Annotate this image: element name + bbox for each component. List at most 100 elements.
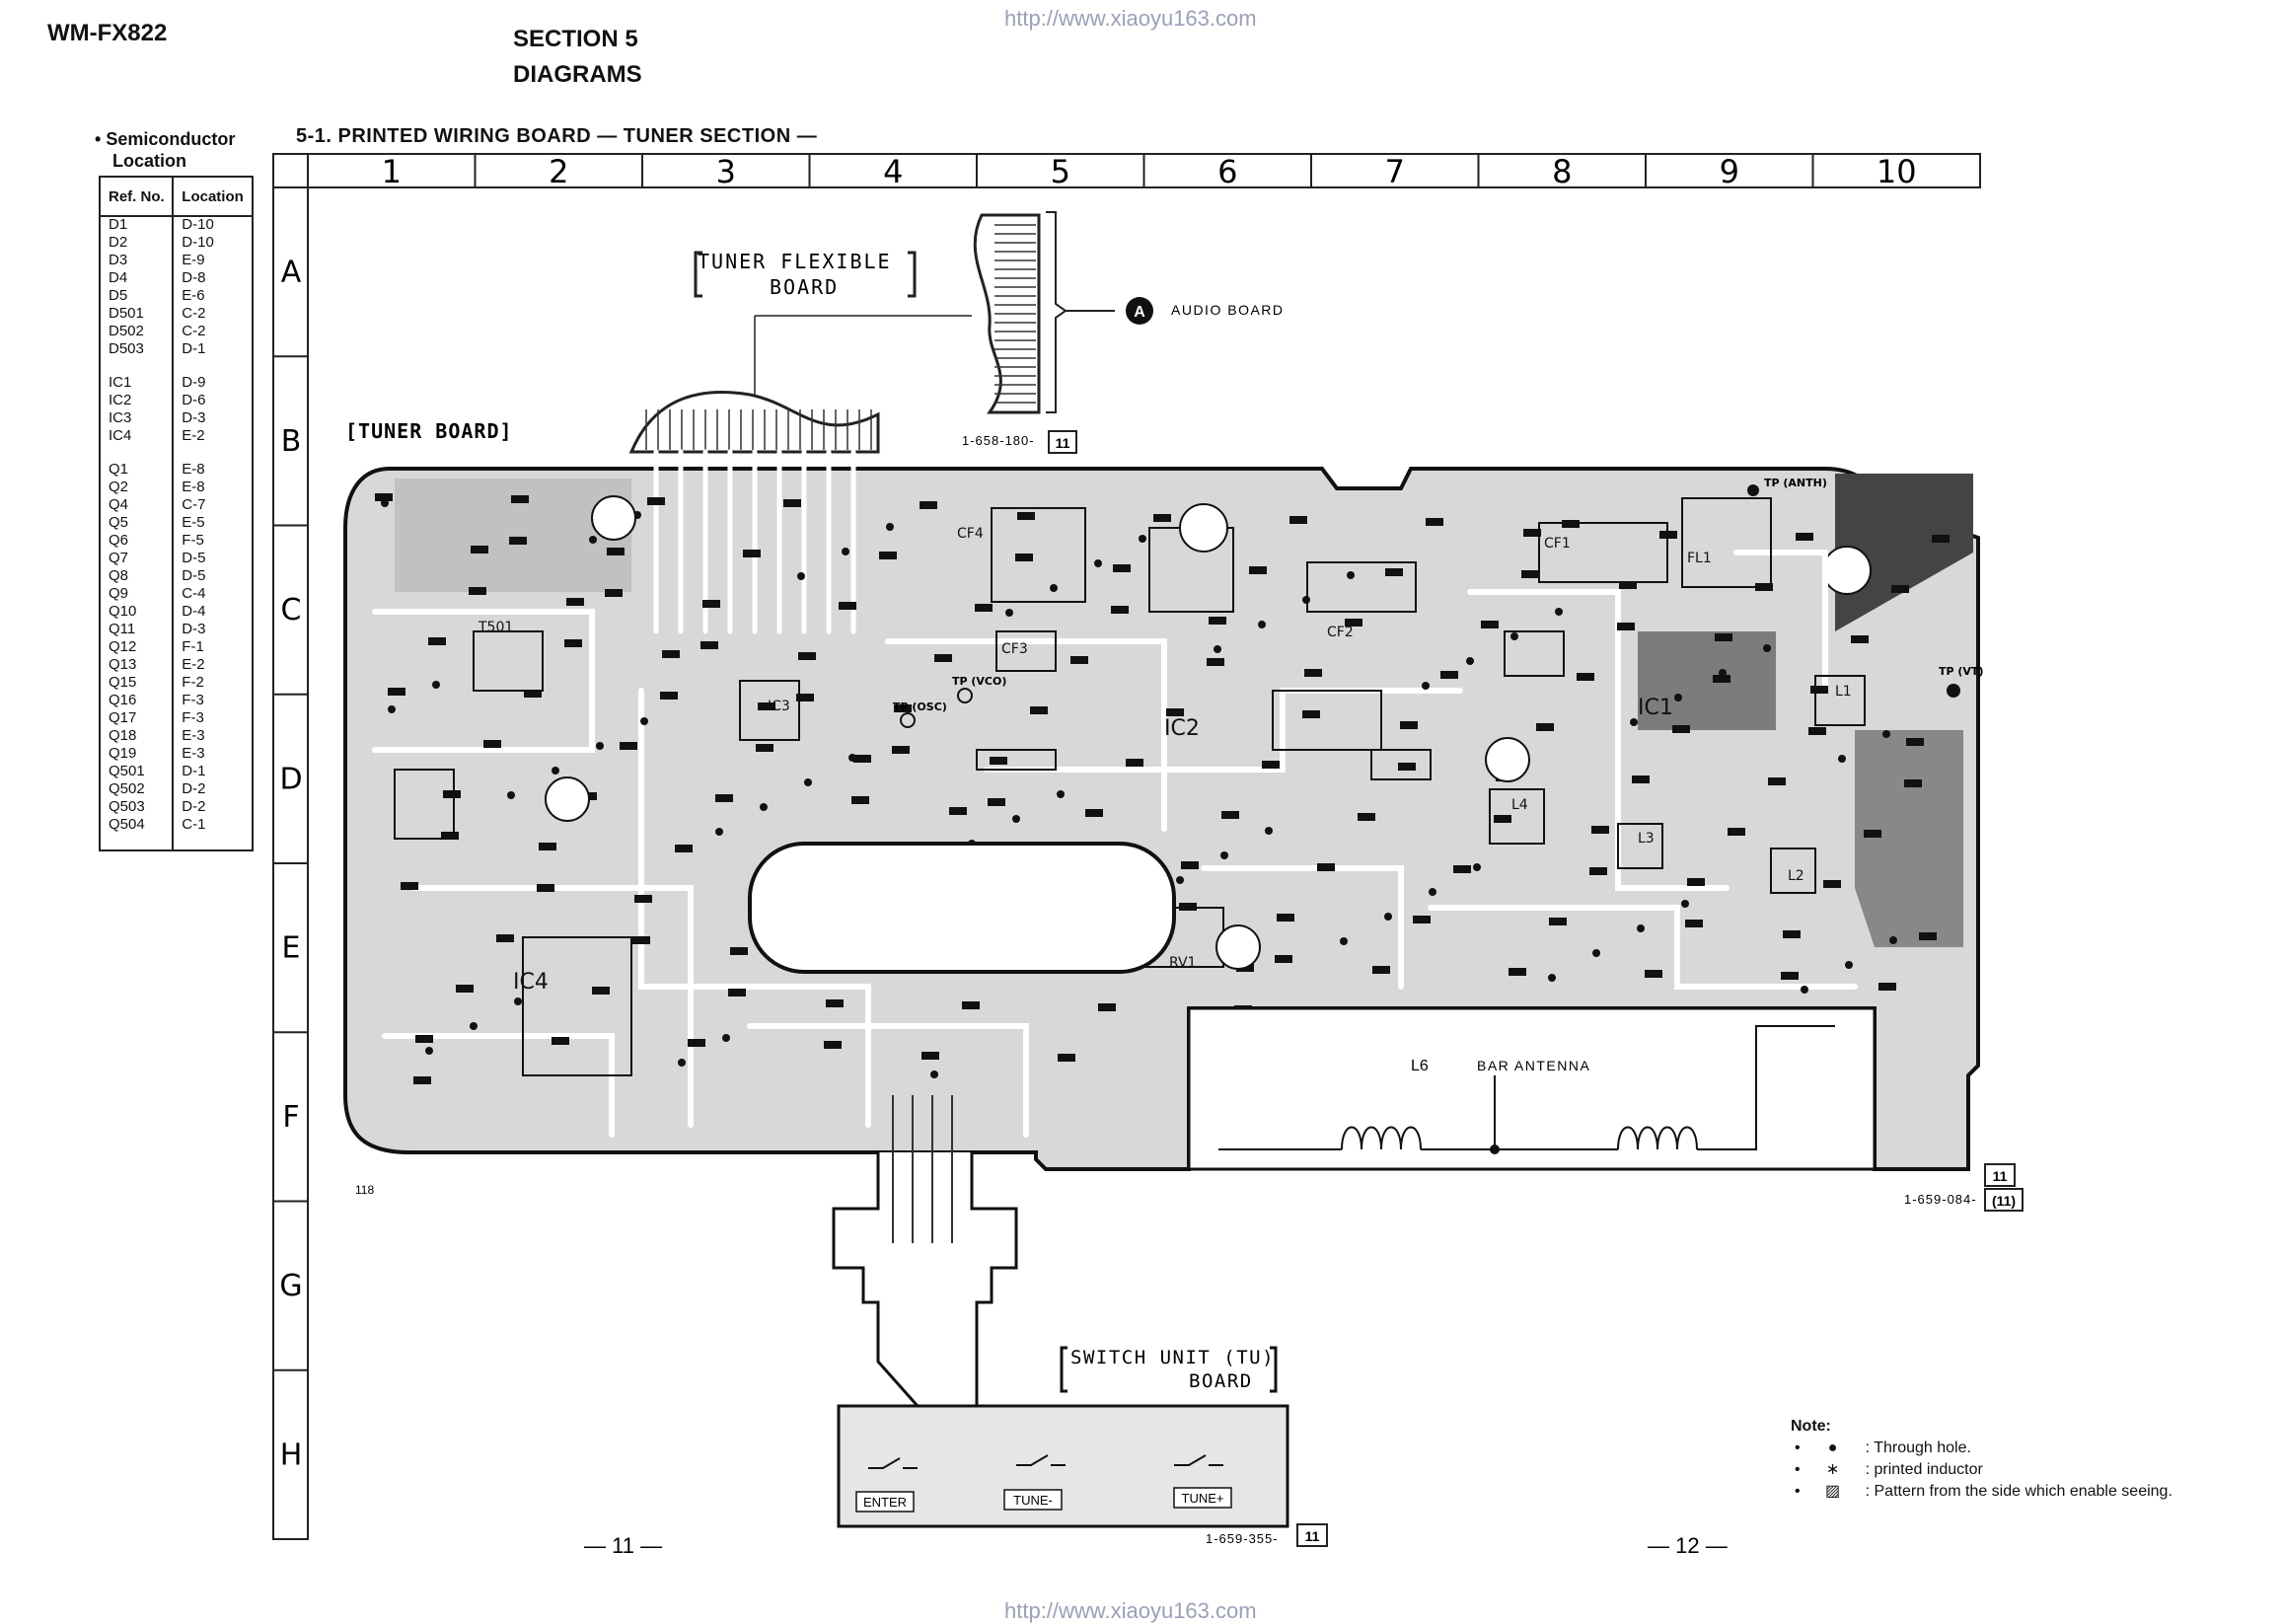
- tuner-board: [343, 449, 1980, 1171]
- ref-no-cell: Q19: [109, 745, 137, 762]
- ref-no-cell: Q12: [109, 638, 137, 655]
- location-cell: D-10: [172, 216, 253, 234]
- location-cell: F-1: [172, 638, 253, 656]
- ref-no-cell: D1: [109, 216, 128, 233]
- ref-no-cell: Q15: [109, 674, 137, 691]
- tune-plus-switch[interactable]: TUNE+: [1173, 1454, 1232, 1509]
- bar-antenna-label: BAR ANTENNA: [1477, 1058, 1590, 1073]
- tp-osc-label: TP (OSC): [893, 701, 947, 713]
- grid-column-label: 3: [716, 153, 736, 190]
- l1-label: L1: [1835, 684, 1852, 700]
- page-number-right: — 12 —: [1648, 1533, 1728, 1558]
- l2-label: L2: [1788, 868, 1804, 884]
- table-row: Q11 D-3: [100, 621, 253, 638]
- fl1-label: FL1: [1687, 551, 1712, 566]
- location-cell: C-2: [172, 323, 253, 340]
- location-cell: E-3: [172, 745, 253, 763]
- grid-column-label: 10: [1877, 153, 1917, 190]
- tp-vt-label: TP (VT): [1939, 665, 1983, 678]
- page-number-left: — 11 —: [584, 1533, 662, 1558]
- ref-no-cell: Q16: [109, 692, 137, 708]
- tuner-flexible-board: A AUDIO BOARD TUNER FLEXIBLE BOARD 1-658…: [628, 211, 1285, 454]
- location-cell: E-2: [172, 656, 253, 674]
- note-title: Note:: [1791, 1418, 1831, 1435]
- tune-minus-switch[interactable]: TUNE-: [1003, 1454, 1066, 1511]
- ref-no-cell: Q504: [109, 816, 145, 833]
- location-cell: F-3: [172, 692, 253, 709]
- tuner-board-label: [TUNER BOARD]: [345, 419, 513, 443]
- table-row: Q12 F-1: [100, 638, 253, 656]
- watermark-url-top[interactable]: http://www.xiaoyu163.com: [1004, 6, 1257, 31]
- table-row: Q9 C-4: [100, 585, 253, 603]
- ref-no-cell: Q9: [109, 585, 129, 602]
- note-item: •●: Through hole.: [1791, 1438, 2172, 1459]
- l4-label: L4: [1511, 797, 1528, 813]
- table-row: Q13 E-2: [100, 656, 253, 674]
- audio-board-connector-icon: [1126, 297, 1153, 325]
- enter-button-label: ENTER: [863, 1495, 907, 1510]
- tp-vco-icon: [957, 688, 973, 703]
- semiconductor-location-title: • Semiconductor Location: [95, 129, 236, 171]
- location-cell: D-6: [172, 392, 253, 409]
- table-row: Q2 E-8: [100, 479, 253, 496]
- tp-anth-label: TP (ANTH): [1764, 477, 1827, 489]
- ref-no-cell: Q8: [109, 567, 129, 584]
- tp-anth-icon: [1747, 484, 1759, 496]
- ref-no-cell: D2: [109, 234, 128, 251]
- location-cell: D-3: [172, 621, 253, 638]
- tune-minus-button-label: TUNE-: [1013, 1493, 1053, 1508]
- ref-no-cell: IC2: [109, 392, 132, 408]
- location-cell: E-6: [172, 287, 253, 305]
- location-cell: D-4: [172, 603, 253, 621]
- location-cell: E-3: [172, 727, 253, 745]
- location-cell: C-7: [172, 496, 253, 514]
- board-part-number: 1-659-084-: [1904, 1192, 1977, 1207]
- ref-no-cell: Q503: [109, 798, 145, 815]
- ref-no-cell: Q6: [109, 532, 129, 549]
- flex-part-rev: 11: [1056, 435, 1070, 451]
- watermark-url-bottom[interactable]: http://www.xiaoyu163.com: [1004, 1598, 1257, 1623]
- section-subtitle: DIAGRAMS: [513, 61, 642, 88]
- ic1-label: IC1: [1638, 696, 1673, 720]
- ref-no-cell: Q13: [109, 656, 137, 673]
- location-cell: C-4: [172, 585, 253, 603]
- table-row: Q16 F-3: [100, 692, 253, 709]
- audio-board-label: AUDIO BOARD: [1171, 302, 1285, 318]
- ic2-label: IC2: [1164, 716, 1200, 741]
- antenna-junction-icon: [1490, 1144, 1500, 1154]
- cf1-label: CF1: [1544, 536, 1571, 552]
- ref-no-cell: Q5: [109, 514, 129, 531]
- l3-label: L3: [1638, 831, 1655, 847]
- section-number: SECTION 5: [513, 26, 638, 52]
- ref-no-cell: Q11: [109, 621, 136, 637]
- grid-row-label: H: [280, 1438, 303, 1472]
- switch-unit-board: SWITCH UNIT (TU) BOARD ENTER TUNE- TUNE+…: [837, 1346, 1328, 1547]
- cf2-label: CF2: [1327, 625, 1354, 640]
- ref-no-cell: Q2: [109, 479, 129, 495]
- grid-row-label: E: [282, 931, 301, 966]
- note-item: •▨: Pattern from the side which enable s…: [1791, 1481, 2172, 1503]
- switch-unit-subtitle: BOARD: [1189, 1370, 1253, 1392]
- note-item: •∗: printed inductor: [1791, 1459, 2172, 1481]
- location-cell: E-8: [172, 479, 253, 496]
- table-row: IC2 D-6: [100, 392, 253, 409]
- ref-no-cell: IC3: [109, 409, 132, 426]
- grid-row-label: F: [282, 1100, 299, 1135]
- switch-flex-cable: [832, 1095, 1018, 1408]
- enter-switch[interactable]: ENTER: [855, 1457, 918, 1513]
- location-cell: E-8: [172, 461, 253, 479]
